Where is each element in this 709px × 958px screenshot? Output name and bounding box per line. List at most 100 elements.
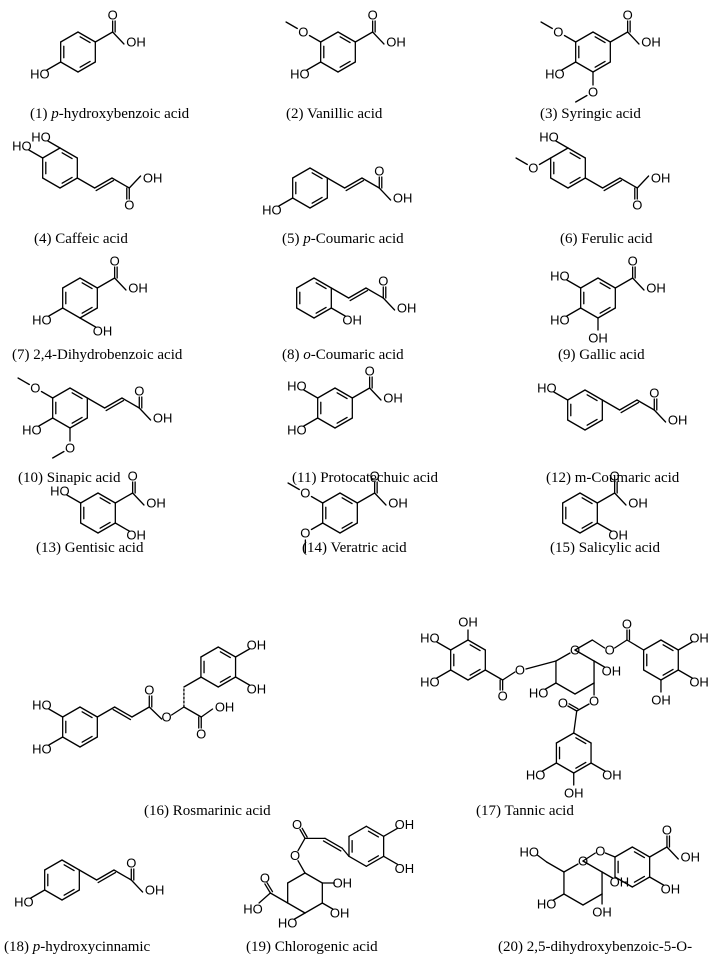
carbonyl-oxygen: O <box>368 8 378 23</box>
hydroxyl-label: OH <box>628 496 648 511</box>
substituent-label: OH <box>592 905 612 920</box>
hydroxyl-label: OH <box>383 391 403 406</box>
substituent-label: HO <box>32 742 52 757</box>
carbonyl-oxygen: O <box>623 8 633 23</box>
substituent-label: HO <box>278 916 298 931</box>
compound-name: -hydroxycinnamic <box>40 939 151 955</box>
methoxy-oxygen: O <box>65 441 75 456</box>
compound-number: (12) <box>546 470 571 486</box>
compound-caption-1: (1) p-hydroxybenzoic acid <box>30 107 189 122</box>
substituent-label: OH <box>564 786 584 801</box>
compound-name: -Coumaric acid <box>310 231 404 247</box>
carbonyl-oxygen: O <box>110 254 120 269</box>
compound-prefix: o <box>303 347 311 363</box>
compound-caption-2: (2) Vanillic acid <box>286 107 382 122</box>
compound-name: Ferulic acid <box>581 231 653 247</box>
compound-name: Sinapic acid <box>46 470 121 486</box>
compound-caption-8: (8) o-Coumaric acid <box>282 348 404 363</box>
compound-caption-14: (14) Veratric acid <box>302 541 407 556</box>
compound-number: (17) <box>476 803 501 819</box>
compound-name: Veratric acid <box>330 540 407 556</box>
methoxy-oxygen: O <box>528 161 538 176</box>
compound-number: (5) <box>282 231 300 247</box>
substituent-label: OH <box>651 693 671 708</box>
hydroxyl-label: OH <box>651 171 671 186</box>
ester-oxygen: O <box>162 710 172 725</box>
substituent-label: OH <box>330 906 350 921</box>
substituent-label: HO <box>32 313 52 328</box>
carbonyl-oxygen: O <box>374 164 384 179</box>
substituent-label: OH <box>247 638 267 653</box>
compound-number: (2) <box>286 106 304 122</box>
substituent-label: HO <box>537 897 557 912</box>
substituent-label: OH <box>608 528 628 543</box>
hydroxyl-label: OH <box>681 850 701 865</box>
hydroxyl-label: OH <box>146 496 166 511</box>
compound-prefix: p <box>32 939 41 955</box>
compound-caption-10: (10) Sinapic acid <box>18 471 120 486</box>
compound-name: Caffeic acid <box>55 231 128 247</box>
substituent-label: HO <box>287 423 307 438</box>
carbonyl-oxygen: O <box>622 617 632 632</box>
substituent-label: HO <box>420 631 440 646</box>
substituent-label: HO <box>290 67 310 82</box>
carbonyl-oxygen: O <box>124 198 134 213</box>
ester-oxygen: O <box>290 848 300 863</box>
substituent-label: HO <box>550 269 570 284</box>
compound-number: (19) <box>246 939 271 955</box>
hydroxyl-label: OH <box>641 35 661 50</box>
compound-caption-6: (6) Ferulic acid <box>560 232 652 247</box>
ester-oxygen: O <box>589 694 599 709</box>
substituent-label: HO <box>550 313 570 328</box>
compound-caption-19: (19) Chlorogenic acid <box>246 940 378 955</box>
compound-number: (16) <box>144 803 169 819</box>
substituent-label: OH <box>610 875 630 890</box>
compound-number: (11) <box>292 470 317 486</box>
compound-number: (14) <box>302 540 327 556</box>
compound-caption-9: (9) Gallic acid <box>558 348 645 363</box>
compound-caption-17: (17) Tannic acid <box>476 804 574 819</box>
compound-number: (15) <box>550 540 575 556</box>
compound-number: (20) <box>498 939 523 955</box>
compound-name: -Coumaric acid <box>310 347 404 363</box>
substituent-label: OH <box>602 768 622 783</box>
carbonyl-oxygen: O <box>196 727 206 742</box>
carbonyl-oxygen: O <box>365 364 375 379</box>
compound-name: -hydroxybenzoic acid <box>58 106 190 122</box>
compound-caption-5: (5) p-Coumaric acid <box>282 232 404 247</box>
compound-name: Protocatechuic acid <box>320 470 439 486</box>
substituent-label: OH <box>395 817 415 832</box>
substituent-label: HO <box>262 203 282 218</box>
substituent-label: HO <box>529 686 549 701</box>
hydroxyl-label: OH <box>646 281 666 296</box>
methoxy-oxygen: O <box>588 85 598 100</box>
methoxy-oxygen: O <box>300 526 310 541</box>
substituent-label: HO <box>537 381 557 396</box>
carbonyl-oxygen: O <box>632 198 642 213</box>
carbonyl-oxygen: O <box>292 817 302 832</box>
compound-caption-16: (16) Rosmarinic acid <box>144 804 271 819</box>
carbonyl-oxygen: O <box>649 386 659 401</box>
hydroxyl-label: OH <box>393 191 413 206</box>
methoxy-oxygen: O <box>553 25 563 40</box>
compound-number: (6) <box>560 231 578 247</box>
substituent-label: HO <box>526 768 546 783</box>
substituent-label: OH <box>333 876 353 891</box>
compound-name: m-Coumaric acid <box>574 470 680 486</box>
hydroxyl-label: OH <box>126 35 146 50</box>
substituent-label: OH <box>247 682 267 697</box>
carbonyl-oxygen: O <box>370 469 380 484</box>
